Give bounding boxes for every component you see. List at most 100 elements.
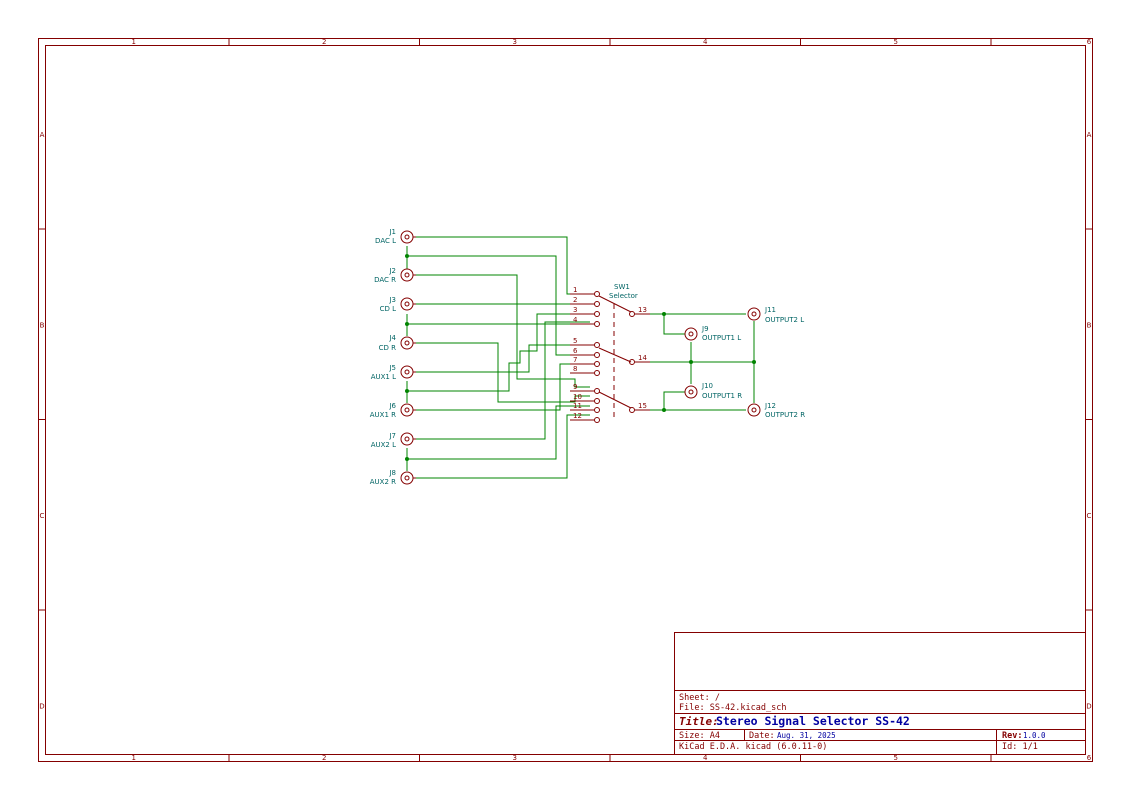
- junction-dot: [662, 408, 666, 412]
- file-name: File: SS-42.kicad_sch: [679, 703, 786, 713]
- connector-j4[interactable]: J4 CD R: [379, 334, 416, 352]
- connector-value: AUX2 R: [370, 478, 396, 486]
- zone-row-right: A: [1087, 131, 1092, 139]
- switch-pin-1: 1: [570, 286, 600, 297]
- switch-common-14: 14: [629, 354, 650, 365]
- zone-column-bottom: 4: [703, 754, 708, 762]
- svg-text:6: 6: [573, 347, 578, 355]
- zone-row-left: C: [40, 512, 45, 520]
- sheet-id: Id: 1/1: [1002, 742, 1038, 752]
- junction-dot: [405, 457, 409, 461]
- rev-value: 1.0.0: [1023, 731, 1046, 740]
- connector-j10[interactable]: J10 OUTPUT1 R: [684, 382, 742, 400]
- connector-ref: J11: [764, 306, 776, 314]
- connector-j1[interactable]: J1 DAC L: [375, 228, 416, 245]
- junction-dot: [662, 312, 666, 316]
- junction-dot: [405, 389, 409, 393]
- connector-ref: J4: [388, 334, 396, 342]
- connector-j5[interactable]: J5 AUX1 L: [371, 364, 416, 381]
- zone-row-right: B: [1087, 321, 1092, 329]
- zone-column-bottom: 1: [132, 754, 136, 762]
- connector-j3[interactable]: J3 CD L: [380, 296, 416, 313]
- zone-column-top: 4: [703, 38, 708, 46]
- connector-value: OUTPUT2 R: [765, 411, 805, 419]
- wires: [406, 236, 755, 479]
- junction-dot: [689, 360, 693, 364]
- rev-label: Rev:: [1002, 731, 1022, 741]
- zone-column-top: 6: [1087, 38, 1092, 46]
- connector-j7[interactable]: J7 AUX2 L: [371, 432, 416, 449]
- zone-column-top: 2: [322, 38, 326, 46]
- switch-pin-7: 7: [570, 356, 600, 367]
- connector-value: OUTPUT1 L: [702, 334, 741, 342]
- zone-column-bottom: 6: [1087, 754, 1092, 762]
- svg-text:5: 5: [573, 337, 577, 345]
- switch-pin-8: 8: [570, 365, 600, 376]
- zone-column-top: 1: [132, 38, 136, 46]
- switch-pin-11: 11: [570, 402, 600, 413]
- junctions: [405, 254, 756, 461]
- svg-text:10: 10: [573, 393, 582, 401]
- switch-pin-6: 6: [570, 347, 600, 358]
- connector-ref: J9: [701, 325, 709, 333]
- connector-ref: J7: [388, 432, 396, 440]
- connector-value: OUTPUT2 L: [765, 316, 804, 324]
- zone-row-right: D: [1086, 702, 1091, 710]
- svg-text:11: 11: [573, 402, 582, 410]
- outer-frame: [38, 38, 1093, 762]
- connector-ref: J2: [388, 267, 396, 275]
- connector-value: CD R: [379, 344, 397, 352]
- date-label: Date:: [749, 731, 775, 741]
- tool-version: KiCad E.D.A. kicad (6.0.11-0): [679, 742, 827, 752]
- zone-row-left: D: [39, 702, 44, 710]
- date-value: Aug. 31, 2025: [777, 731, 836, 740]
- connector-ref: J6: [388, 402, 396, 410]
- switch-pin-5: 5: [570, 337, 600, 348]
- zone-column-top: 5: [894, 38, 898, 46]
- zone-row-right: C: [1087, 512, 1092, 520]
- svg-text:12: 12: [573, 412, 582, 420]
- svg-text:15: 15: [638, 402, 647, 410]
- sheet-name: Sheet: /: [679, 693, 720, 703]
- junction-dot: [405, 322, 409, 326]
- svg-text:13: 13: [638, 306, 647, 314]
- sheet-title: Stereo Signal Selector SS-42: [716, 714, 910, 728]
- switch-pin-10: 10: [570, 393, 600, 404]
- svg-text:9: 9: [573, 383, 577, 391]
- switch-value: Selector: [609, 292, 638, 300]
- zone-column-top: 3: [513, 38, 517, 46]
- zone-row-left: A: [40, 131, 45, 139]
- svg-text:1: 1: [573, 286, 577, 294]
- svg-text:2: 2: [573, 296, 577, 304]
- switch-common-15: 15: [629, 402, 650, 413]
- svg-text:14: 14: [638, 354, 647, 362]
- switch-pin-2: 2: [570, 296, 600, 307]
- connector-j11[interactable]: J11 OUTPUT2 L: [747, 306, 804, 324]
- switch-ref: SW1: [614, 283, 630, 291]
- connector-j6[interactable]: J6 AUX1 R: [370, 402, 416, 419]
- zone-column-bottom: 3: [513, 754, 517, 762]
- connector-j9[interactable]: J9 OUTPUT1 L: [684, 325, 741, 342]
- svg-text:7: 7: [573, 356, 577, 364]
- connector-ref: J3: [388, 296, 396, 304]
- zone-row-left: B: [40, 321, 45, 329]
- zone-column-bottom: 2: [322, 754, 326, 762]
- input-connectors: J1 DAC L J2 DAC R J3 CD L J4 CD R J5 AUX…: [370, 228, 416, 486]
- inner-frame: [45, 45, 1086, 755]
- connector-value: DAC R: [374, 276, 396, 284]
- output-connectors: J9 OUTPUT1 L J10 OUTPUT1 R J11 OUTPUT2 L…: [684, 306, 805, 419]
- connector-value: AUX1 R: [370, 411, 396, 419]
- paper-size: Size: A4: [679, 731, 720, 741]
- connector-value: AUX1 L: [371, 373, 396, 381]
- connector-value: CD L: [380, 305, 397, 313]
- connector-ref: J5: [388, 364, 396, 372]
- connector-j8[interactable]: J8 AUX2 R: [370, 469, 416, 486]
- switch-pin-3: 3: [570, 306, 600, 317]
- connector-j12[interactable]: J12 OUTPUT2 R: [747, 402, 805, 419]
- connector-ref: J8: [388, 469, 396, 477]
- connector-j2[interactable]: J2 DAC R: [374, 267, 416, 284]
